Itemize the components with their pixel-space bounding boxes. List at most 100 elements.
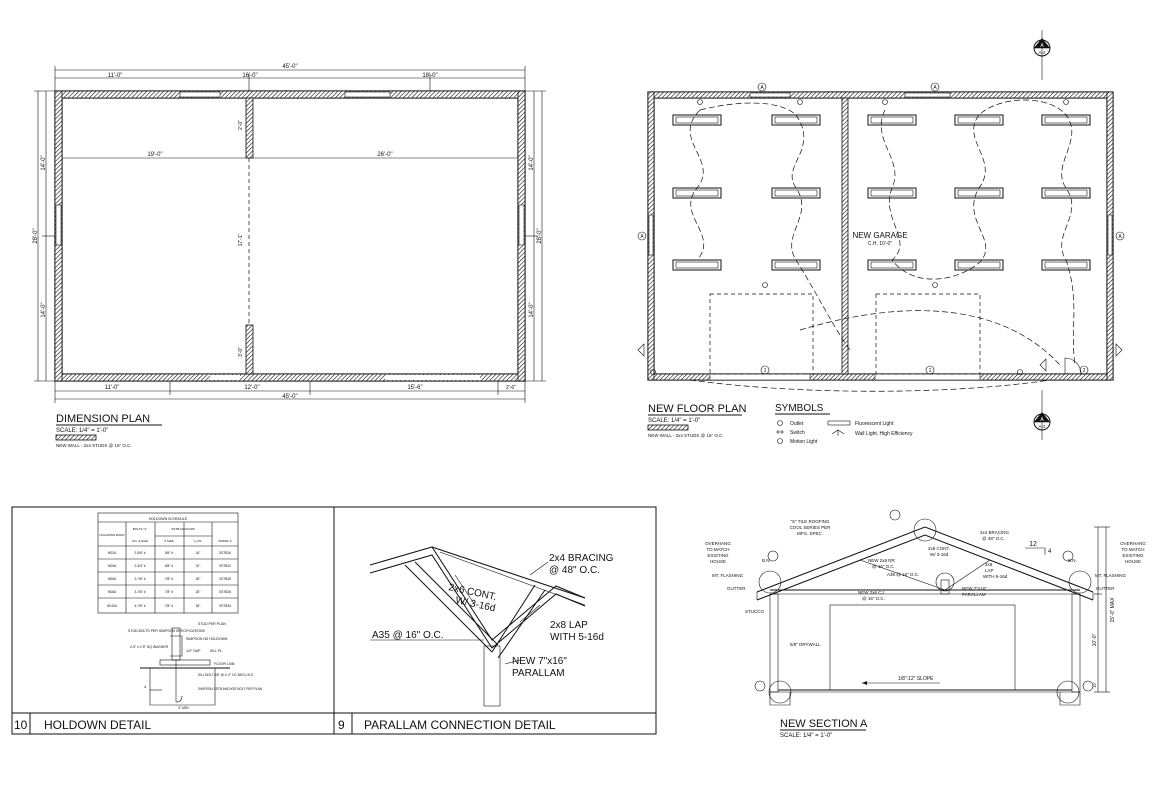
holdown-row-4-mark: HD8A xyxy=(108,590,117,594)
bracing-line-2: @ 48" O.C. xyxy=(982,536,1005,541)
left-overhang-1: OVERHANG xyxy=(705,541,731,546)
holdown-row-1-len: 16" xyxy=(196,551,201,555)
grid-tag-right: A xyxy=(1118,234,1122,240)
motion-light-symbol xyxy=(762,282,768,288)
right-overall-dim: 28'-0" xyxy=(537,228,543,243)
holdown-row-3-bolts: 2-7/8" # xyxy=(134,577,145,581)
room-name: NEW GARAGE xyxy=(852,231,907,240)
holdown-table-title: HOLDOWN SCHEDULE xyxy=(149,517,188,521)
holdown-row-5-mark: HD10A xyxy=(107,604,118,608)
section-a: 15'-0" MAX 10'-0" 10" 12 4 "S" TILE ROOF… xyxy=(705,509,1146,739)
bottom-overall-dim: 45'-0" xyxy=(282,394,297,400)
holdown-row-3-model: SSTB28 xyxy=(219,577,231,581)
parallam-detail: 2x4 BRACING @ 48" O.C. 2x6 CONT. W/ 3-16… xyxy=(369,546,614,707)
holdown-note-sill: SILL PL xyxy=(210,649,222,653)
rr-line-1: NEW 2x8 RR xyxy=(868,558,896,563)
holdown-note-hd: SIMPSON HD HOLDOWN xyxy=(186,637,228,641)
holdown-subheader-no: NO. & SIZE xyxy=(132,539,148,543)
holdown-note-sstb: SIMPSON SSTB ANCHOR BOLT PER PLAN xyxy=(198,687,263,691)
holdown-row-1-model: SSTB16 xyxy=(219,551,231,555)
interior-dim-right: 26'-0" xyxy=(377,152,392,158)
holdown-row-1-bolts: 2-5/8" # xyxy=(134,551,145,555)
right-overhang-1: OVERHANG xyxy=(1120,541,1146,546)
wiring-run xyxy=(689,109,704,261)
holdown-row-5-size: 7/8" # xyxy=(165,604,173,608)
holdown-note-4: 4 xyxy=(144,684,147,689)
holdown-row-2-mark: HD5A xyxy=(108,564,117,568)
left-flashing: MT. FLASHING xyxy=(712,573,744,578)
left-seg-2: 14'-0" xyxy=(41,302,47,317)
door-tag-2: 1 xyxy=(929,368,932,374)
section-marker-top-sheet: A-2 xyxy=(1038,50,1046,55)
holdown-schedule-table xyxy=(97,512,239,614)
lap-line-2: LAP xyxy=(985,568,994,573)
section-marker-bottom-sheet: A-2 xyxy=(1038,424,1046,429)
left-stucco: STUCCO xyxy=(745,609,764,614)
wall-light-symbol xyxy=(637,343,645,357)
holdown-header-sstb: SSTB ANCHORS xyxy=(171,527,195,531)
bottom-seg-4: 2'-6" xyxy=(506,385,516,391)
symbol-motion-light: Motion Light xyxy=(790,439,818,445)
detail-panels: 10 HOLDOWN DETAIL 9 PARALLAM CONNECTION … xyxy=(11,506,657,735)
garage-door-2-swing xyxy=(875,293,981,375)
right-wall xyxy=(1071,593,1081,693)
floor-plan-scale: SCALE: 1/4" = 1'-0" xyxy=(648,418,700,424)
symbol-switch: Switch xyxy=(790,430,805,436)
right-gutter: GUTTER xyxy=(1096,586,1115,591)
top-overall-dim: 45'-0" xyxy=(282,64,297,70)
top-seg-1: 11'-0" xyxy=(108,73,123,79)
parallam-label-parallam: PARALLAM xyxy=(512,668,565,679)
holdown-note-washer: 2.5" x 2.5" SQ WASHER xyxy=(130,645,169,649)
holdown-row-4-size: 7/8" # xyxy=(165,590,173,594)
right-overhang-2: TO MATCH xyxy=(1121,547,1144,552)
holdown-note-stud-bolts: STUD BOLTS PER SIMPSON SPECIFICATIONS xyxy=(128,629,206,633)
roof-line xyxy=(756,526,1094,593)
holdown-section-drawing xyxy=(140,627,230,706)
parallam-label-a35: A35 @ 16" O.C. xyxy=(372,630,444,641)
symbol-outlet: Outlet xyxy=(790,421,804,427)
parallam-label-lap-nails: WITH 5-16d xyxy=(550,632,604,643)
roofing-line-1: "S" TILE ROOFING xyxy=(790,519,830,524)
left-overall-dim: 28'-0" xyxy=(33,228,39,243)
holdown-row-5-bolts: 4-7/8" # xyxy=(134,604,145,608)
left-gutter: GUTTER xyxy=(727,586,746,591)
top-seg-3: 18'-0" xyxy=(422,73,437,79)
partition-wall xyxy=(245,97,254,159)
holdown-detail-number: 10 xyxy=(14,718,28,732)
top-seg-2: 16'-0" xyxy=(242,73,257,79)
partition-dim-3: 3'-0" xyxy=(238,347,244,357)
garage-door-1-swing xyxy=(709,293,814,375)
floor-plan-title: NEW FLOOR PLAN xyxy=(648,403,746,415)
holdown-row-5-model: SSTB34 xyxy=(219,604,231,608)
parallam-beam xyxy=(483,645,501,707)
left-overhang-2: TO MATCH xyxy=(706,547,729,552)
holdown-row-2-size: 5/8" # xyxy=(165,564,173,568)
lap-line-1: 2x8 xyxy=(985,562,993,567)
side-door-swing xyxy=(1064,357,1082,375)
symbols-title: SYMBOLS xyxy=(775,403,824,414)
cj-line-1: NEW 2x6 CJ xyxy=(858,590,884,595)
a35-label: A35 @ 16" O.C. xyxy=(887,572,919,577)
holdown-note-stud: STUD PER PLAN xyxy=(198,622,226,626)
left-seg-1: 14'-0" xyxy=(41,155,47,170)
dimension-plan: 45'-0" 11'-0" 16'-0" 18'-0" 19'-0" 26'-0… xyxy=(33,64,546,448)
right-flashing: MT. FLASHING xyxy=(1095,573,1127,578)
interior-dim-left: 19'-0" xyxy=(147,152,162,158)
holdown-row-3-size: 7/8" # xyxy=(165,577,173,581)
holdown-note-gap: 1/4" GAP xyxy=(186,649,201,653)
cont-line-2: W/ 3-16d xyxy=(930,552,949,557)
switch-legend-icon xyxy=(776,430,784,434)
symbol-fluorescent: Fluorescent Light xyxy=(855,421,894,427)
parallam-label-bracing: 2x4 BRACING xyxy=(549,553,614,564)
holdown-row-2-model: SSTB20 xyxy=(219,564,231,568)
holdown-row-4-bolts: 3-7/8" # xyxy=(134,590,145,594)
holdown-note-min: 3" MIN xyxy=(178,706,189,710)
bottom-seg-1: 11'-0" xyxy=(105,385,120,391)
bottom-seg-2: 12'-0" xyxy=(244,385,259,391)
parallam-detail-title: PARALLAM CONNECTION DETAIL xyxy=(364,718,556,732)
wall-light-legend-icon xyxy=(831,429,845,436)
slope-label: 1/8":12" SLOPE xyxy=(898,676,934,682)
right-seg-2: 14'-0" xyxy=(529,302,535,317)
holdown-note-sill-bolt: SILL BOLT 5/8" @ 4'-0" OC MIN U.N.O. xyxy=(198,673,254,677)
